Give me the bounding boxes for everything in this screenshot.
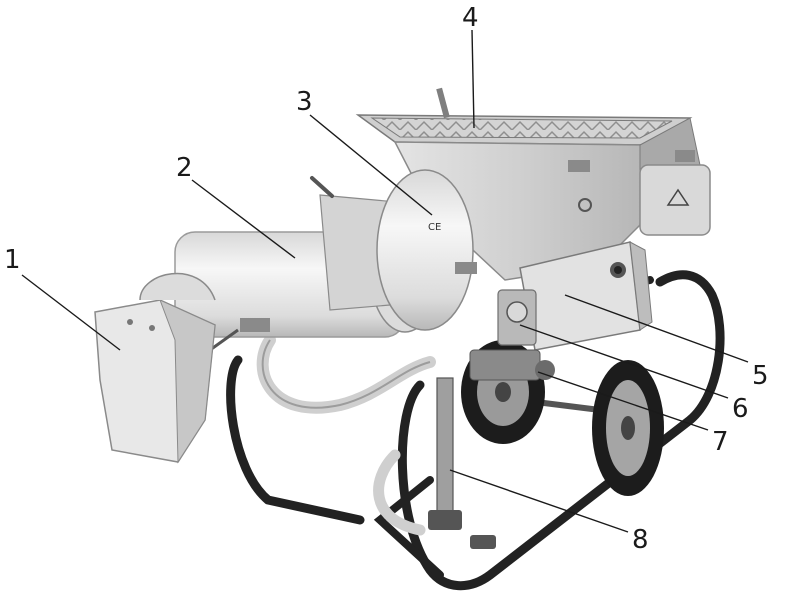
svg-text:CE: CE (428, 222, 441, 233)
leader-line-7 (537, 371, 709, 431)
callout-2: 2 (176, 153, 193, 183)
leader-line-8 (449, 469, 629, 533)
leader-line-1 (21, 274, 121, 351)
callout-6: 6 (732, 394, 749, 424)
leader-line-3 (309, 114, 433, 216)
water-pipe (428, 377, 496, 549)
hopper (355, 87, 701, 281)
pump-body: CE (174, 169, 477, 352)
callout-5: 5 (752, 361, 769, 391)
callouts: 1 2 3 4 5 6 7 8 (4, 3, 769, 555)
callout-3: 3 (296, 87, 313, 117)
gear-motor (639, 164, 711, 236)
leader-line-2 (191, 179, 296, 259)
mortar-hose (256, 334, 436, 536)
leader-line-5 (564, 294, 749, 363)
outlet-box (94, 272, 216, 464)
callout-8: 8 (632, 525, 649, 555)
callout-7: 7 (712, 427, 729, 457)
pressure-assembly (469, 289, 555, 381)
control-box (519, 241, 653, 351)
leader-line-4 (471, 29, 475, 129)
callout-4: 4 (462, 3, 479, 33)
callout-1: 1 (4, 245, 21, 275)
leader-line-6 (519, 324, 729, 399)
